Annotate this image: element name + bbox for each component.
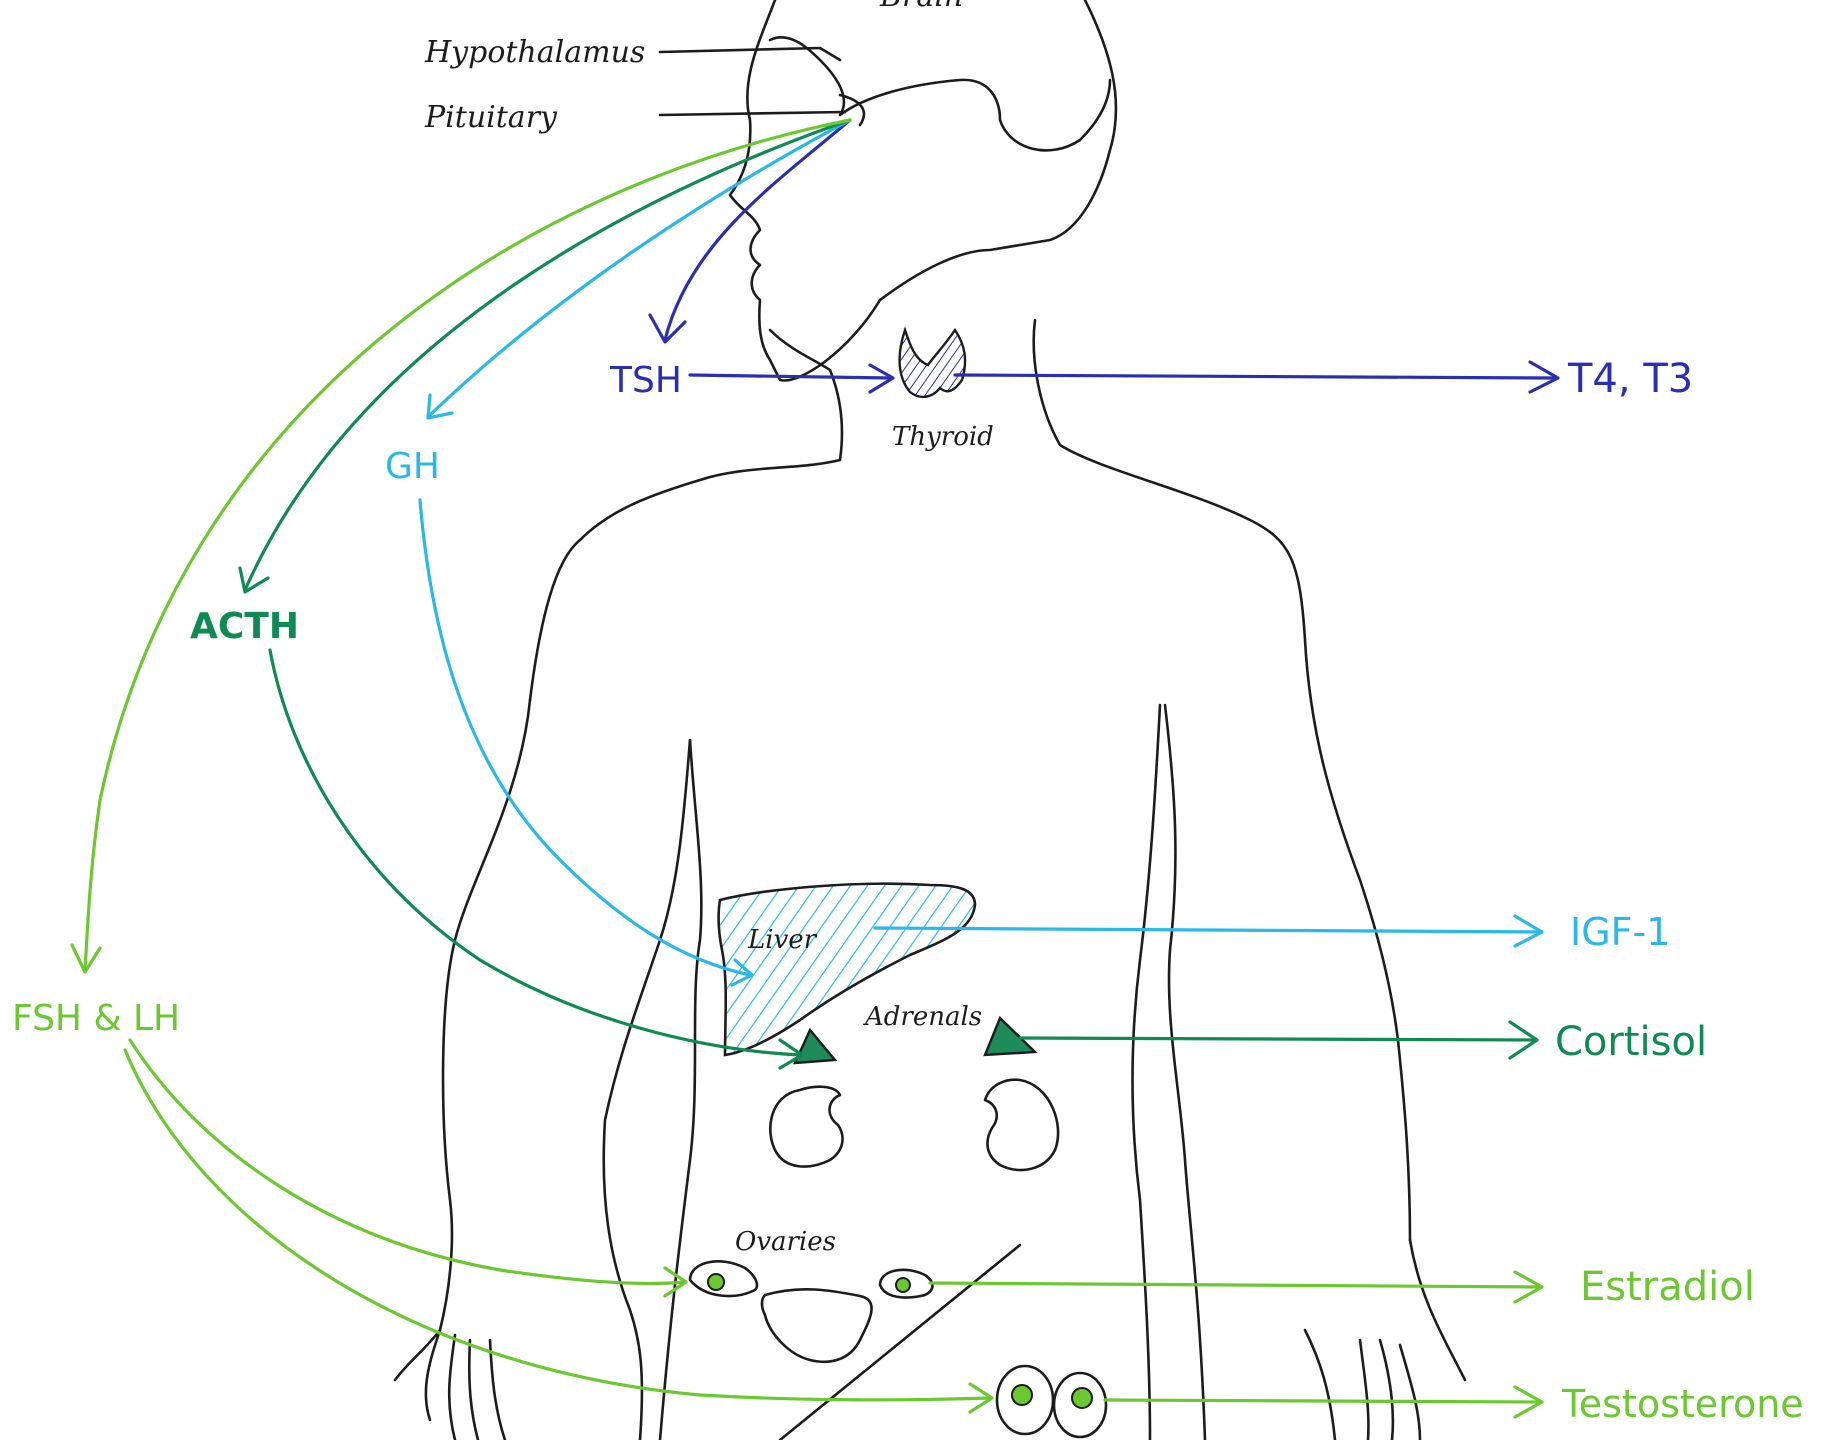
right-arm-outer bbox=[1410, 1240, 1465, 1380]
igf1-label: IGF-1 bbox=[1570, 910, 1670, 954]
ovaries-label: Ovaries bbox=[735, 1227, 836, 1257]
body-outline bbox=[395, 0, 1465, 1440]
liver-label: Liver bbox=[747, 925, 818, 955]
gh-label: GH bbox=[385, 446, 440, 487]
left-arm-inner bbox=[604, 740, 690, 1440]
thyroid-gland bbox=[900, 330, 966, 397]
tsh-label: TSH bbox=[609, 360, 682, 401]
left-hand bbox=[426, 1330, 505, 1440]
right-hand bbox=[1305, 1330, 1420, 1440]
acth-label: ACTH bbox=[190, 606, 299, 647]
testes-organ bbox=[997, 1366, 1106, 1437]
adrenals-label: Adrenals bbox=[863, 1002, 982, 1032]
hypothalamus-label: Hypothalamus bbox=[424, 35, 645, 70]
brain-fold bbox=[770, 37, 1110, 150]
testosterone-label: Testosterone bbox=[1561, 1382, 1804, 1426]
neck-right bbox=[1034, 320, 1410, 1240]
pituitary-pointer bbox=[660, 112, 845, 115]
kidney-left bbox=[770, 1087, 842, 1167]
pituitary-label: Pituitary bbox=[424, 100, 558, 135]
kidney-right bbox=[985, 1080, 1058, 1170]
adrenal-left bbox=[795, 1030, 835, 1063]
cortisol-label: Cortisol bbox=[1555, 1019, 1707, 1065]
neck-left bbox=[530, 330, 842, 700]
estradiol-label: Estradiol bbox=[1580, 1264, 1755, 1310]
divider-line bbox=[780, 1245, 1020, 1440]
tsh-arrows bbox=[650, 120, 1558, 392]
head-outline bbox=[730, 0, 1116, 380]
fsh-lh-label: FSH & LH bbox=[12, 998, 180, 1039]
brain-label: Brain bbox=[879, 0, 963, 14]
t4-t3-label: T4, T3 bbox=[1567, 356, 1693, 402]
torso-right bbox=[1133, 705, 1161, 1440]
left-arm-outer bbox=[395, 700, 530, 1380]
right-arm-inner bbox=[1165, 705, 1205, 1440]
thyroid-label: Thyroid bbox=[892, 422, 994, 452]
fsh-lh-arrows bbox=[72, 120, 1542, 1417]
